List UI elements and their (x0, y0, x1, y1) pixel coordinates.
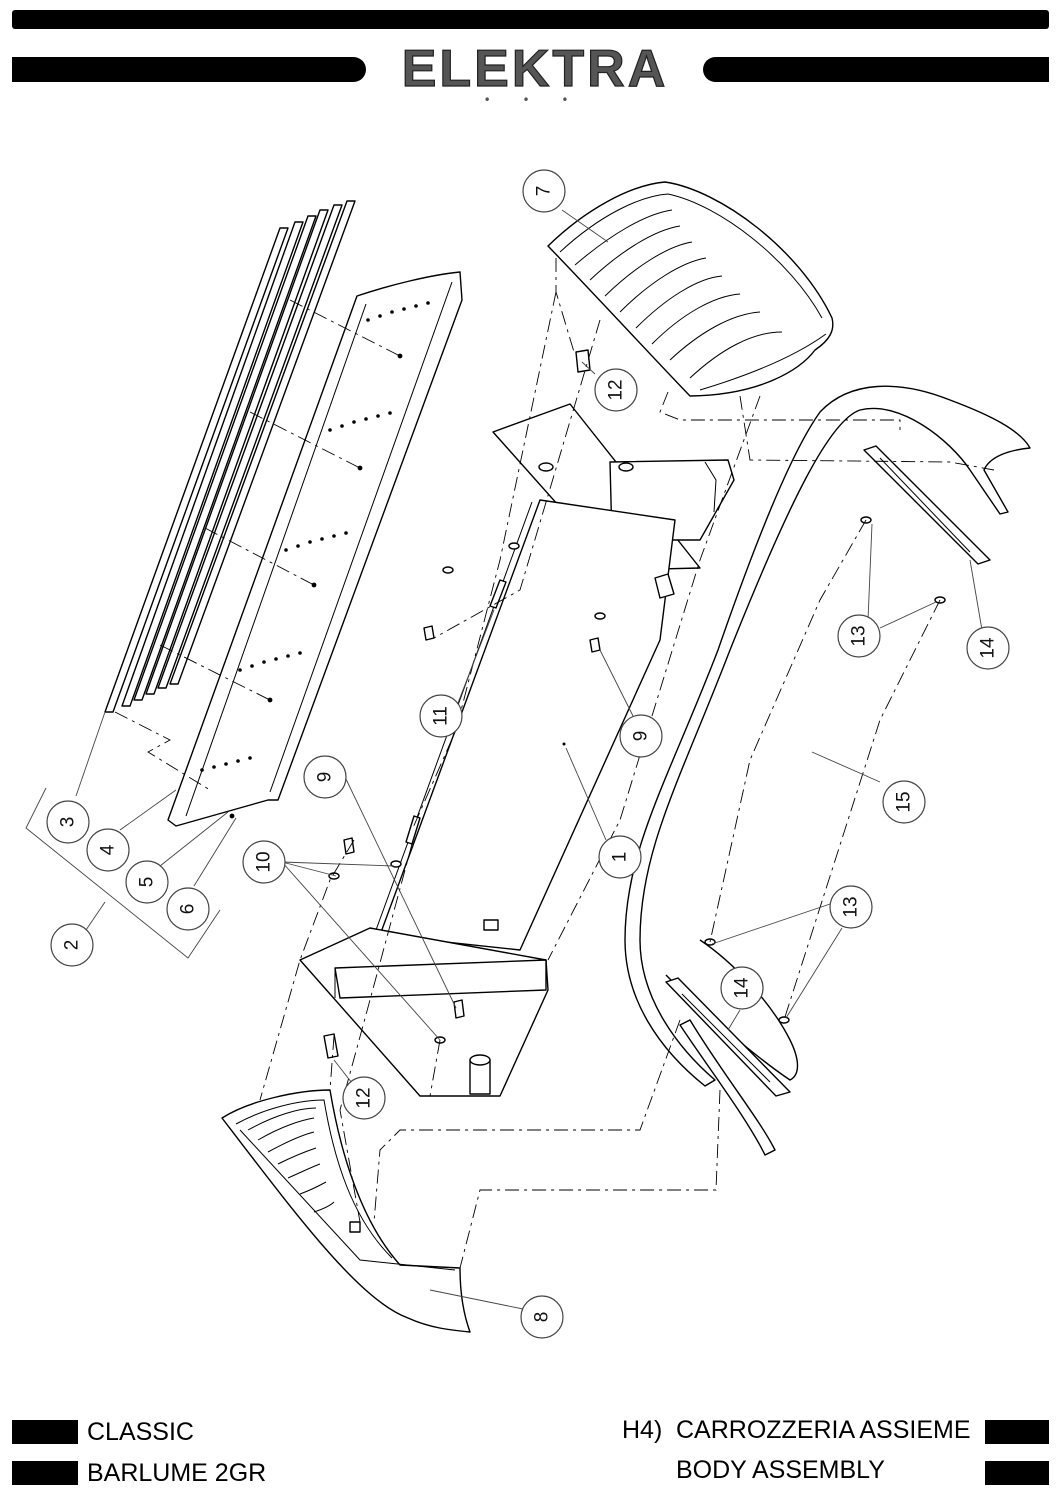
part-3-slats (104, 200, 356, 713)
svg-text:9: 9 (315, 772, 336, 783)
callout-9-right: 9 (619, 714, 663, 758)
callout-12-top: 12 (594, 368, 638, 412)
callout-7: 7 (522, 169, 566, 213)
footer-left-bar-2 (12, 1461, 78, 1485)
svg-text:14: 14 (978, 637, 999, 659)
model-line: CLASSIC (87, 1418, 194, 1446)
callout-13-bottom: 13 (829, 885, 873, 929)
part-4-side-panel (167, 271, 463, 827)
footer-left-bar-1 (12, 1420, 78, 1444)
callout-3: 3 (46, 800, 90, 844)
callout-12-bottom: 12 (342, 1076, 386, 1120)
svg-text:12: 12 (354, 1087, 375, 1108)
svg-text:13: 13 (849, 625, 870, 646)
part-14-brackets (665, 445, 991, 1156)
callout-14-top: 14 (966, 626, 1010, 670)
section-title-en: BODY ASSEMBLY (676, 1456, 885, 1484)
brand-dots: • • • (484, 93, 583, 107)
svg-text:9: 9 (631, 731, 652, 742)
svg-text:15: 15 (894, 791, 915, 812)
callout-9-left: 9 (303, 755, 347, 799)
svg-text:7: 7 (534, 186, 555, 197)
footer-right-bar-1 (985, 1420, 1049, 1444)
callout-6: 6 (166, 887, 210, 931)
part-7-rear-grille (547, 181, 834, 397)
header-top-bar (12, 10, 1049, 29)
callout-14-bottom: 14 (720, 966, 764, 1010)
assembly-lines (259, 258, 995, 1269)
section-title-it: CARROZZERIA ASSIEME (676, 1416, 971, 1444)
svg-text:2: 2 (62, 940, 83, 951)
callout-11: 11 (419, 694, 463, 738)
section-code: H4) (622, 1416, 663, 1444)
callout-8: 8 (520, 1295, 564, 1339)
part-1-main-frame (299, 403, 735, 1097)
header-right-bar (703, 57, 1049, 82)
callout-15: 15 (882, 780, 926, 824)
footer-right-bar-2 (985, 1461, 1049, 1485)
callout-1: 1 (598, 835, 642, 879)
svg-text:12: 12 (606, 379, 627, 400)
svg-text:6: 6 (178, 904, 199, 915)
svg-text:8: 8 (532, 1312, 553, 1323)
model-name: BARLUME 2GR (87, 1459, 267, 1487)
callout-10: 10 (242, 840, 286, 884)
callout-2: 2 (50, 923, 94, 967)
elektra-logo: ELEKTRA • • • (401, 39, 669, 107)
svg-text:1: 1 (610, 852, 631, 863)
svg-text:14: 14 (732, 977, 753, 999)
callout-4: 4 (86, 828, 130, 872)
svg-text:4: 4 (98, 844, 119, 855)
svg-text:13: 13 (841, 896, 862, 917)
callout-5: 5 (125, 860, 169, 904)
leader-lines (25, 209, 983, 1311)
brand-name: ELEKTRA (402, 40, 669, 98)
svg-text:11: 11 (431, 706, 452, 726)
part-8-front-grille (221, 1089, 471, 1333)
svg-text:5: 5 (137, 877, 158, 888)
fasteners (323, 349, 946, 1059)
callout-13-top: 13 (837, 614, 881, 658)
header-left-bar (12, 57, 366, 82)
svg-text:3: 3 (58, 817, 79, 828)
svg-text:10: 10 (254, 851, 275, 872)
